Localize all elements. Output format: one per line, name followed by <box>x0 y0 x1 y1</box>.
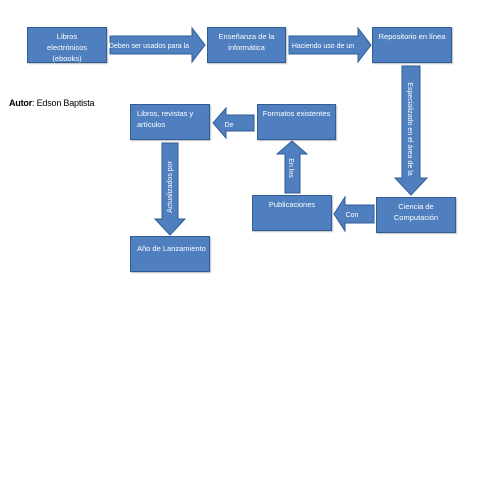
label-en-los: En los <box>287 158 294 178</box>
node-formatos-existentes: Formatos existentes <box>257 104 336 140</box>
author-name: : Edson Baptista <box>32 98 95 108</box>
node-repositorio: Repositorio en línea <box>372 27 452 63</box>
author-label: Autor <box>9 98 32 108</box>
arrow-en-los: En los <box>275 140 309 194</box>
author-credit: Autor: Edson Baptista <box>9 98 95 108</box>
arrow-de: De <box>212 106 255 140</box>
node-ensenanza-informatica: Enseñanza de la informática <box>207 27 286 63</box>
node-libros-electronicos: Libros electrónicos (ebooks) <box>27 27 107 63</box>
arrow-actualizados: Actualizados por <box>153 142 187 236</box>
node-libros-revistas: Libros, revistas y artículos <box>130 104 210 140</box>
node-publicaciones: Publicaciones <box>252 195 332 231</box>
label-con: Con <box>346 212 359 219</box>
label-deben: Deben ser usados para la <box>109 43 189 50</box>
node-ano-lanzamiento: Año de Lanzamiento <box>130 236 210 272</box>
label-especializado: Especializado en el área de la <box>406 82 413 176</box>
node-ciencia-computacion: Ciencia de Computación <box>376 197 456 233</box>
arrow-deben: Deben ser usados para la <box>109 26 206 64</box>
label-actualizados: Actualizados por <box>167 160 174 212</box>
arrow-con: Con <box>333 195 375 233</box>
arrow-especializado: Especializado en el área de la <box>393 65 429 196</box>
label-haciendo: Haciendo uso de un <box>292 43 354 50</box>
arrow-haciendo: Haciendo uso de un <box>288 26 372 64</box>
label-de: De <box>225 122 234 129</box>
